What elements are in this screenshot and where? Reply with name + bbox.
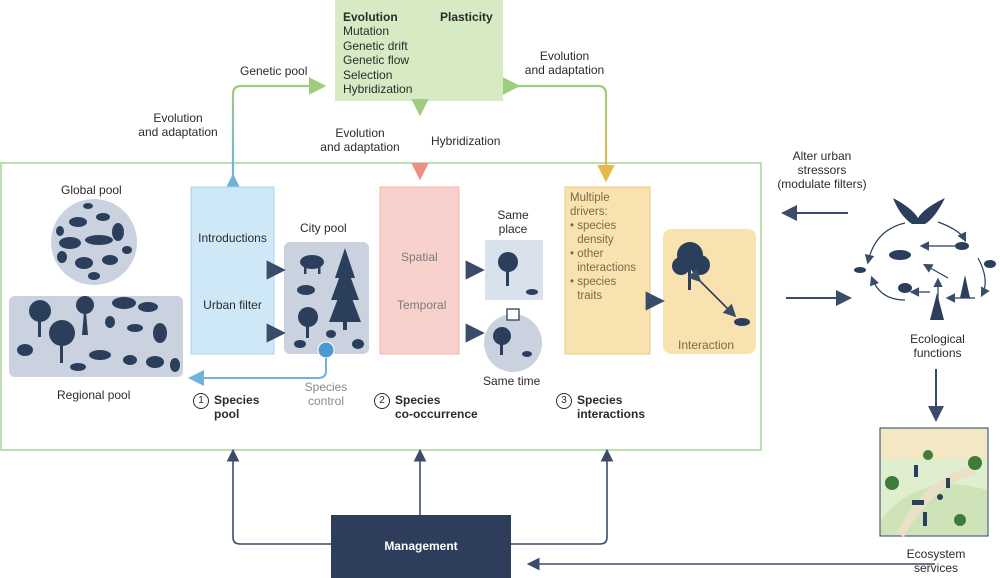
ecological-functions-label: Ecological functions: [910, 332, 965, 360]
regional-pool-panel: [9, 296, 183, 377]
mechanism-item: Selection: [343, 67, 393, 82]
mechanism-item: Hybridization: [343, 82, 413, 96]
step-number: 3: [556, 393, 572, 409]
hybridization-label: Hybridization: [431, 134, 501, 148]
species-control-icon: [317, 341, 335, 359]
introductions-label: Introductions: [198, 231, 267, 245]
driver-item: • species traits: [570, 276, 617, 302]
driver-item: • other interactions: [570, 248, 637, 274]
management-box: [331, 515, 511, 578]
species-control-arrow: [188, 358, 327, 386]
ecosystem-services-label: Ecosystem services: [906, 547, 966, 575]
drivers-column: [564, 186, 651, 355]
evolution-adaptation-right-arrow: [502, 77, 615, 183]
interaction-label: Interaction: [678, 338, 735, 352]
mechanism-item: Genetic flow: [343, 53, 410, 67]
evolution-heading: Evolution: [343, 10, 398, 24]
evolution-adaptation-right-label: Evolution and adaptation: [524, 49, 605, 77]
management-label: Management: [384, 539, 458, 553]
ecological-network: [864, 221, 990, 305]
management-to-interactions-arrow: [511, 448, 614, 545]
evolution-adaptation-left-label: Evolution and adaptation: [138, 111, 218, 139]
same-time-label: Same time: [483, 374, 541, 388]
spatial-label: Spatial: [401, 250, 438, 264]
evolution-box: [335, 0, 503, 101]
urban-system-frame: [0, 162, 762, 451]
step-number: 2: [374, 393, 390, 409]
evolution-mechanisms-list: Mutation Genetic drift Genetic flow Sele…: [343, 24, 412, 97]
genetic-pool-label: Genetic pool: [240, 64, 308, 78]
evolution-adaptation-mid-label: Evolution and adaptation: [320, 126, 400, 154]
urban-filter-label: Urban filter: [203, 298, 262, 312]
mechanism-item: Mutation: [343, 24, 390, 38]
drivers-title: Multiple drivers:: [570, 192, 610, 218]
city-pool-label: City pool: [300, 221, 347, 235]
genetic-pool-arrow: [224, 77, 327, 192]
global-pool-label: Global pool: [61, 183, 122, 197]
alter-stressors-label: Alter urban stressors (modulate filters): [777, 149, 867, 191]
same-place-label: Same place: [497, 208, 529, 236]
step-number: 1: [193, 393, 209, 409]
regional-pool-label: Regional pool: [57, 388, 131, 402]
management-to-pool-arrow: [226, 448, 331, 545]
driver-item: • species density: [570, 220, 617, 246]
temporal-label: Temporal: [397, 298, 447, 312]
multiple-drivers-text: Multiple drivers: • species density • ot…: [570, 191, 650, 303]
same-time-image: [484, 314, 542, 372]
plasticity-heading: Plasticity: [440, 10, 493, 24]
species-control-label: Species control: [304, 380, 348, 408]
mechanism-item: Genetic drift: [343, 38, 408, 53]
